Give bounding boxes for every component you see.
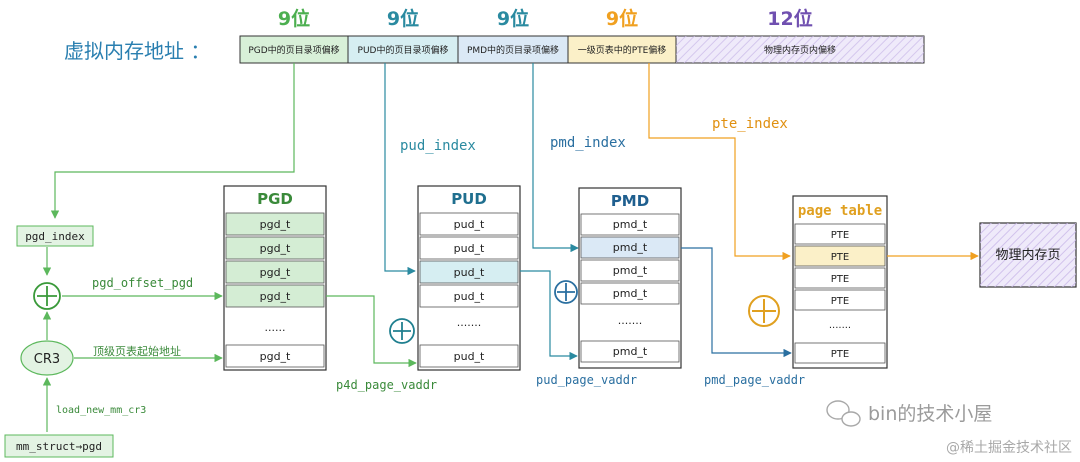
field-pgd-text: PGD中的页目录项偏移	[248, 44, 339, 56]
pgd-row: pgd_t	[260, 266, 291, 279]
pgd-row: pgd_t	[260, 218, 291, 231]
pud-page-vaddr-arrow	[520, 270, 578, 361]
field-offset-bits: 12位	[767, 7, 812, 30]
field-pmd-text: PMD中的页目录项偏移	[467, 44, 559, 56]
watermark-site: @稀土掘金技术社区	[946, 440, 1072, 456]
pud-row: pud_t	[454, 242, 485, 255]
pmd-row: pmd_t	[613, 264, 648, 277]
field-pud-bits: 9位	[387, 7, 419, 30]
pud-row: pud_t	[454, 266, 485, 279]
field-pgd-bits: 9位	[278, 7, 310, 30]
pgd-index-text: pgd_index	[25, 230, 85, 243]
pgd-table: PGD pgd_t pgd_t pgd_t pgd_t ...... pgd_t	[223, 185, 327, 371]
pud-row: pud_t	[454, 350, 485, 363]
pte-row: PTE	[831, 296, 849, 307]
pgd-row: pgd_t	[260, 350, 291, 363]
pud-page-vaddr-label: pud_page_vaddr	[536, 373, 637, 387]
plus-icon-pmd	[554, 280, 578, 304]
pte-row-ellipsis: .......	[829, 320, 851, 331]
pud-title: PUD	[451, 190, 487, 208]
p4d-page-vaddr-label: p4d_page_vaddr	[336, 378, 437, 392]
pud-table: PUD pud_t pud_t pud_t pud_t ....... pud_…	[417, 185, 521, 371]
pmd-table: PMD pmd_t pmd_t pmd_t pmd_t ....... pmd_…	[578, 187, 682, 369]
pmd-row: pmd_t	[613, 241, 648, 254]
pgd-offset-label: pgd_offset_pgd	[92, 276, 193, 290]
pte-row: PTE	[831, 252, 849, 263]
plus-icon-pgd	[33, 282, 61, 310]
pud-row: pud_t	[454, 290, 485, 303]
pud-index-label: pud_index	[400, 138, 476, 154]
address-fields: 9位 PGD中的页目录项偏移 9位 PUD中的页目录项偏移 9位 PMD中的页目…	[239, 7, 925, 64]
pte-index-label: pte_index	[712, 116, 788, 132]
pud-index-arrow	[384, 63, 416, 276]
pgd-title: PGD	[257, 190, 293, 208]
pte-table: page table PTE PTE PTE PTE ....... PTE	[792, 195, 888, 369]
address-label: 虚拟内存地址 ：	[64, 39, 210, 63]
physical-page-box: 物理内存页	[979, 222, 1077, 288]
pte-row: PTE	[831, 349, 849, 360]
plus-icon-pte	[748, 295, 780, 327]
cr3-register: CR3	[20, 340, 74, 376]
pmd-row: pmd_t	[613, 287, 648, 300]
pte-row: PTE	[831, 230, 849, 241]
pgd-row: pgd_t	[260, 290, 291, 303]
field-pte-text: 一级页表中的PTE偏移	[578, 44, 667, 56]
pmd-index-label: pmd_index	[550, 135, 626, 151]
pgd-row-ellipsis: ......	[265, 321, 286, 334]
physical-page-text: 物理内存页	[995, 247, 1060, 263]
wechat-icon	[826, 400, 861, 427]
pgd-index-arrow	[50, 63, 295, 219]
field-pte-bits: 9位	[606, 7, 638, 30]
mm-struct-box: mm_struct→pgd	[4, 434, 114, 458]
pmd-page-vaddr-arrow	[681, 247, 792, 358]
address-field-pte: 9位 一级页表中的PTE偏移	[567, 7, 677, 64]
pud-row-ellipsis: .......	[457, 316, 481, 329]
pmd-title: PMD	[611, 192, 649, 210]
address-field-pgd: 9位 PGD中的页目录项偏移	[239, 7, 349, 64]
pmd-row-ellipsis: .......	[618, 314, 642, 327]
cr3-text: CR3	[34, 352, 60, 367]
field-offset-text: 物理内存页内偏移	[764, 44, 836, 56]
pgd-row: pgd_t	[260, 242, 291, 255]
pud-row: pud_t	[454, 218, 485, 231]
pmd-row: pmd_t	[613, 345, 648, 358]
address-field-pud: 9位 PUD中的页目录项偏移	[347, 7, 459, 64]
top-level-addr-label: 顶级页表起始地址	[93, 344, 181, 358]
field-pmd-bits: 9位	[497, 7, 529, 30]
pte-title: page table	[798, 203, 882, 219]
address-field-offset: 12位 物理内存页内偏移	[675, 7, 925, 64]
watermark: bin的技术小屋 @稀土掘金技术社区	[826, 400, 1072, 456]
plus-icon-pud	[389, 318, 415, 344]
field-pud-text: PUD中的页目录项偏移	[358, 44, 449, 56]
pte-row: PTE	[831, 274, 849, 285]
p4d-page-vaddr-arrow	[326, 295, 417, 368]
mm-struct-text: mm_struct→pgd	[16, 440, 102, 453]
pmd-page-vaddr-label: pmd_page_vaddr	[704, 373, 805, 387]
address-field-pmd: 9位 PMD中的页目录项偏移	[457, 7, 569, 64]
pmd-row: pmd_t	[613, 218, 648, 231]
watermark-brand: bin的技术小屋	[868, 403, 992, 425]
pgd-index-box: pgd_index	[16, 225, 94, 247]
pmd-index-arrow	[532, 63, 579, 253]
pte-index-arrow	[648, 63, 791, 261]
load-new-mm-cr3-label: load_new_mm_cr3	[56, 405, 146, 416]
